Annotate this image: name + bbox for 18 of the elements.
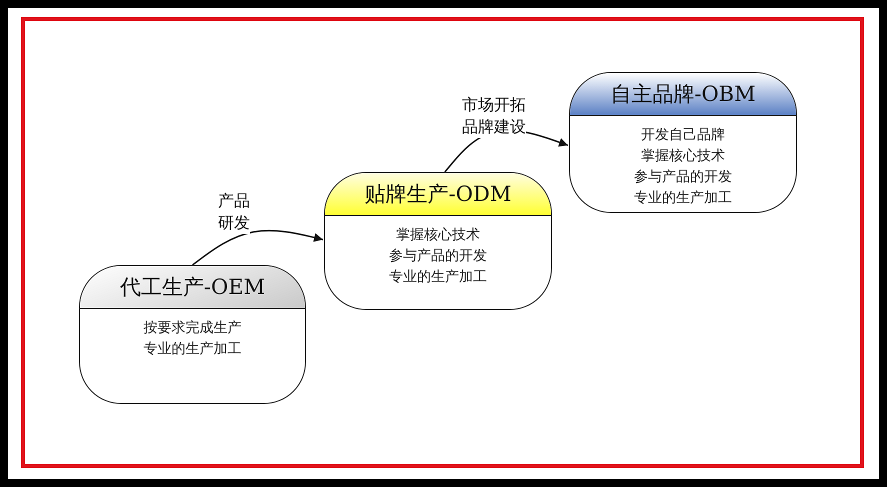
box-text: 参与产品的开发 [634,168,732,187]
box-text: 开发自己品牌 [641,126,725,145]
box-heading: 代工生产-OEM [120,274,266,301]
box-text: 参与产品的开发 [389,247,487,266]
process-box [324,172,552,310]
box-text: 按要求完成生产 [144,319,242,338]
edge-label: 产品研发 [218,190,250,234]
box-text: 掌握核心技术 [396,226,480,245]
process-box [79,265,306,404]
box-text: 掌握核心技术 [641,147,725,166]
process-box [569,72,797,213]
box-text: 专业的生产加工 [389,268,487,287]
box-text: 专业的生产加工 [634,189,732,208]
box-text: 专业的生产加工 [144,340,242,359]
arrow [192,230,324,266]
box-heading: 自主品牌-OBM [610,81,756,108]
edge-label: 市场开拓品牌建设 [462,94,526,138]
box-heading: 贴牌生产-ODM [364,181,512,208]
